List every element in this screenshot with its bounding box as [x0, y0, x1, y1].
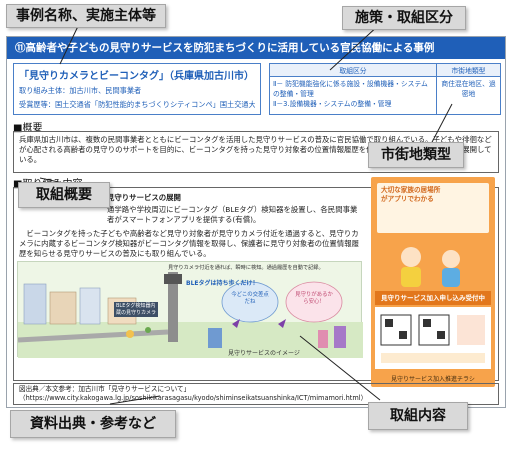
category-header: 取組区分 — [269, 63, 437, 77]
content-line-1: 通学路や学校周辺にビーコンタグ（BLEタグ）検知器を設置し、各民間事業者がスマー… — [107, 205, 358, 224]
callout-case-name: 事例名称、実施主体等 — [6, 4, 166, 28]
callout-city-type: 市街地類型 — [368, 142, 464, 168]
case-title-banner: ⑪高齢者や子どもの見守りサービスを防犯まちづくりに活用している官民協働による事例 — [7, 37, 505, 59]
project-entity: 取り組み主体：加古川市、民間事業者 — [19, 86, 142, 95]
content-line-2: ビーコンタグを持った子どもや高齢者など見守り対象者が見守りカメラ付近を通過すると… — [19, 229, 359, 258]
source-line-2: （https://www.city.kakogawa.lg.jp/soshiki… — [19, 394, 368, 402]
service-illustration: 見守りカメラ付近を通れば、瞬時に検知。通過履歴を自動で記録。 BLEタグは持ち歩… — [17, 261, 363, 358]
flyer-headline: 大切な家族の居場所がアプリでわかる — [381, 186, 441, 203]
project-info-box: 「見守りカメラとビーコンタグ」（兵庫県加古川市） 取り組み主体：加古川市、民間事… — [13, 63, 261, 115]
overview-heading: ■概要 — [13, 123, 43, 134]
flyer-band: 見守りサービス加入申し込み受付中 — [375, 291, 491, 305]
source-box: 図出典／本文参考：加古川市「見守りサービスについて」 （https://www.… — [13, 383, 499, 405]
detector-label: BLEタグ検知器内蔵の見守りカメラ — [114, 302, 158, 317]
flyer-header: 大切な家族の居場所がアプリでわかる — [377, 183, 489, 233]
overview-box: 兵庫県加古川市は、複数の民間事業者とともにビーコンタグを活用した見守りサービスの… — [13, 131, 499, 173]
type-header: 市街地類型 — [436, 63, 501, 77]
flyer-qr-icons — [380, 314, 485, 363]
bubble-right: 見守りがあるから安心！ — [295, 292, 333, 305]
type-value: 商住混在地区、過密地 — [436, 76, 501, 115]
camera-note: 見守りカメラ付近を通れば、瞬時に検知。通過履歴を自動で記録。 — [168, 265, 324, 271]
callout-content: 取組内容 — [368, 402, 468, 430]
project-award: 受賞歴等：国土交通省「防犯性能的まちづくりシティコンペ」国土交通大臣賞受賞 — [19, 100, 255, 109]
callout-overview: 取組概要 — [18, 182, 110, 208]
category-row-1: Ⅱ－ 防犯機能強化に係る施設・設備機器・システムの整備・管理 — [273, 80, 428, 98]
content-box: 見守りサービスの展開 通学路や学校周辺にビーコンタグ（BLEタグ）検知器を設置し… — [13, 187, 499, 381]
town-illustration — [17, 272, 363, 358]
ble-bubble: BLEタグは持ち歩くだけ！ — [186, 280, 259, 287]
category-row-2: Ⅱ－3.設備機器・システムの整備・管理 — [273, 100, 392, 108]
bubble-left: 今どこの交差点だね — [231, 292, 269, 305]
recruitment-flyer: 大切な家族の居場所がアプリでわかる 見守りサービス加入申し込み受付中 見守りサー… — [371, 177, 495, 387]
flyer-caption: 見守りサービス加入推進チラシ — [391, 376, 475, 383]
content-subheading: 見守りサービスの展開 — [107, 193, 181, 202]
source-line-1: 図出典／本文参考：加古川市「見守りサービスについて」 — [19, 385, 191, 393]
overview-text: 兵庫県加古川市は、複数の民間事業者とともにビーコンタグを活用した見守りサービスの… — [19, 135, 492, 164]
callout-sources: 資料出典・参考など — [10, 410, 176, 438]
project-title: 「見守りカメラとビーコンタグ」（兵庫県加古川市） — [19, 71, 254, 82]
flyer-family-icon — [401, 247, 460, 287]
callout-policy-category: 施策・取組区分 — [342, 6, 466, 30]
content-text: 見守りサービスの展開 通学路や学校周辺にビーコンタグ（BLEタグ）検知器を設置し… — [14, 188, 364, 262]
illustration-caption: 見守りサービスのイメージ — [228, 350, 300, 357]
case-sheet: ⑪高齢者や子どもの見守りサービスを防犯まちづくりに活用している官民協働による事例… — [6, 36, 506, 408]
category-values: Ⅱ－ 防犯機能強化に係る施設・設備機器・システムの整備・管理 Ⅱ－3.設備機器・… — [269, 76, 437, 115]
flyer-details — [375, 307, 491, 369]
category-table: 取組区分 市街地類型 Ⅱ－ 防犯機能強化に係る施設・設備機器・システムの整備・管… — [269, 63, 501, 115]
